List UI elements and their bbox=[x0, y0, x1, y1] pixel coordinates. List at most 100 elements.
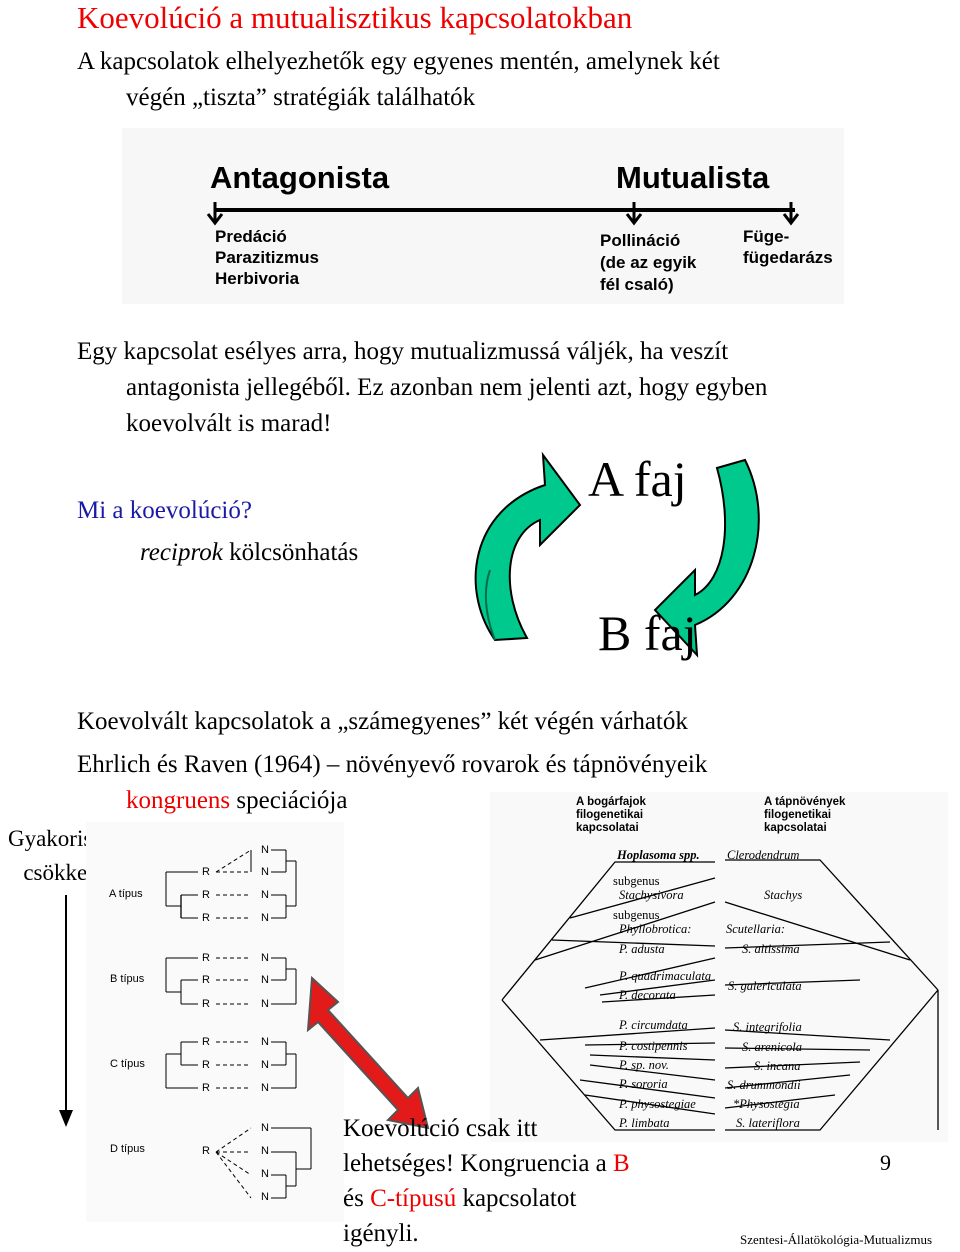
plant-name: S. galericulata bbox=[728, 979, 802, 993]
spectrum-line bbox=[206, 202, 800, 226]
lower-cycle-arrow-icon bbox=[653, 458, 760, 658]
beetle-name: P. limbata bbox=[619, 1116, 670, 1130]
beetle-name: P. physostegiae bbox=[619, 1097, 696, 1111]
beetle-tree-title: A bogárfajok filogenetikai kapcsolatai bbox=[576, 796, 646, 835]
answer-rest: kölcsönhatás bbox=[222, 539, 359, 566]
plant-name: S. integrifolia bbox=[733, 1020, 802, 1034]
note-b-type: B bbox=[613, 1150, 630, 1177]
beetle-name: P. decorata bbox=[619, 988, 676, 1002]
beetle-name: P. circumdata bbox=[619, 1018, 688, 1032]
decrease-arrow bbox=[59, 895, 73, 1127]
beetle-name: P. adusta bbox=[619, 942, 665, 956]
beetle-name: P. quadrimaculata bbox=[619, 969, 712, 983]
type-c-label: C típus bbox=[110, 1058, 145, 1070]
page-title: Koevolúció a mutualisztikus kapcsolatokb… bbox=[77, 0, 633, 35]
beetle-name: subgenus bbox=[613, 874, 660, 888]
para1-line-2: antagonista jellegéből. Ez azonban nem j… bbox=[126, 374, 768, 401]
antagonist-item: Predáció bbox=[215, 227, 287, 246]
note-line-2: lehetséges! Kongruencia a B bbox=[343, 1146, 630, 1182]
node-r: R bbox=[202, 1059, 210, 1071]
beetle-name: P. sp. nov. bbox=[619, 1058, 669, 1072]
note-line-3: és C-típusú kapcsolatot bbox=[343, 1181, 576, 1217]
node-n: N bbox=[261, 1082, 269, 1094]
antagonist-item: Herbivoria bbox=[215, 269, 300, 288]
note-line-4: igényli. bbox=[343, 1220, 419, 1247]
node-r: R bbox=[202, 889, 210, 901]
plant-name: S. drummondii bbox=[727, 1078, 801, 1092]
node-n: N bbox=[261, 1145, 269, 1157]
beetle-name: Hoplasoma spp. bbox=[617, 848, 700, 862]
plant-title-line: filogenetikai bbox=[764, 809, 832, 821]
pollination-list: Pollináció (de az egyik fél csaló) bbox=[600, 230, 696, 296]
plant-name: Scutellaria: bbox=[726, 922, 786, 936]
beetle-title-line: A bogárfajok bbox=[576, 796, 646, 808]
node-n: N bbox=[261, 998, 269, 1010]
type-d-label: D típus bbox=[110, 1143, 145, 1155]
node-n: N bbox=[261, 952, 269, 964]
kongruens-word: kongruens bbox=[126, 787, 231, 814]
answer-emph: reciprok bbox=[140, 539, 223, 566]
page-number: 9 bbox=[880, 1150, 891, 1175]
plant-name: S. lateriflora bbox=[736, 1116, 800, 1130]
plant-title-line: A tápnövények bbox=[764, 796, 846, 808]
species-a-label: A faj bbox=[588, 451, 687, 507]
note-text: és bbox=[343, 1185, 371, 1212]
antagonist-list: Predáció Parazitizmus Herbivoria bbox=[215, 226, 319, 289]
note-text: kapcsolatot bbox=[456, 1185, 577, 1212]
arrow-down-icon bbox=[206, 202, 224, 226]
pollination-item: (de az egyik bbox=[600, 253, 697, 272]
type-a-label: A típus bbox=[109, 888, 143, 900]
phylogeny-panel bbox=[490, 792, 948, 1142]
node-r: R bbox=[202, 912, 210, 924]
node-r: R bbox=[202, 998, 210, 1010]
plant-name: S. altissima bbox=[742, 942, 800, 956]
species-b-label: B faj bbox=[598, 605, 697, 661]
note-c-type: C-típusú bbox=[370, 1185, 457, 1212]
beetle-name: Stachysivora bbox=[619, 888, 684, 902]
plant-name: S. arenicola bbox=[742, 1040, 802, 1054]
node-n: N bbox=[261, 1191, 269, 1203]
intro-line-2: végén „tiszta” stratégiák találhatók bbox=[126, 84, 476, 111]
plant-name: *Physostegia bbox=[733, 1097, 800, 1111]
type-c-diagram bbox=[165, 1041, 297, 1089]
type-b-diagram bbox=[165, 957, 297, 1005]
node-n: N bbox=[261, 912, 269, 924]
node-n: N bbox=[261, 889, 269, 901]
antagonist-heading: Antagonista bbox=[210, 160, 390, 195]
node-n: N bbox=[261, 1059, 269, 1071]
beetle-title-line: filogenetikai bbox=[576, 809, 644, 821]
para2: Koevolvált kapcsolatok a „számegyenes” k… bbox=[77, 708, 688, 735]
node-n: N bbox=[261, 844, 269, 856]
beetle-name: subgenus bbox=[613, 908, 660, 922]
reciprocal-cycle-diagram bbox=[474, 451, 760, 658]
node-r: R bbox=[202, 1082, 210, 1094]
node-r: R bbox=[202, 1145, 210, 1157]
type-diagram-panel bbox=[86, 822, 344, 1222]
fig-item: Füge- bbox=[743, 227, 790, 246]
phylogeny-trees bbox=[501, 859, 939, 1131]
node-n: N bbox=[261, 1122, 269, 1134]
beetle-name: P. sororia bbox=[619, 1077, 668, 1091]
arrow-down-icon bbox=[782, 202, 800, 226]
para1-line-3: koevolvált is marad! bbox=[126, 410, 332, 437]
type-d-diagram bbox=[215, 1127, 312, 1199]
red-double-arrow-icon bbox=[306, 975, 430, 1130]
note-line-1: Koevolúció csak itt bbox=[343, 1115, 538, 1142]
question: Mi a koevolúció? bbox=[77, 497, 252, 524]
beetle-name: Phyllobrotica: bbox=[619, 922, 692, 936]
mutualist-heading: Mutualista bbox=[616, 160, 770, 195]
fig-list: Füge- fügedarázs bbox=[743, 226, 833, 268]
beetle-title-line: kapcsolatai bbox=[576, 822, 639, 834]
upper-cycle-arrow-icon bbox=[474, 451, 582, 642]
answer: reciprok kölcsönhatás bbox=[140, 535, 358, 571]
arrow-down-icon bbox=[625, 202, 643, 226]
node-r: R bbox=[202, 974, 210, 986]
arrow-down-icon bbox=[59, 1110, 73, 1127]
node-n: N bbox=[261, 1036, 269, 1048]
fig-item: fügedarázs bbox=[743, 248, 833, 267]
para3-line-1: Ehrlich és Raven (1964) – növényevő rova… bbox=[77, 751, 708, 778]
plant-name: Stachys bbox=[764, 888, 803, 902]
footer: Szentesi-Állatökológia-Mutualizmus bbox=[740, 1232, 933, 1247]
node-r: R bbox=[202, 1036, 210, 1048]
plant-title-line: kapcsolatai bbox=[764, 822, 827, 834]
